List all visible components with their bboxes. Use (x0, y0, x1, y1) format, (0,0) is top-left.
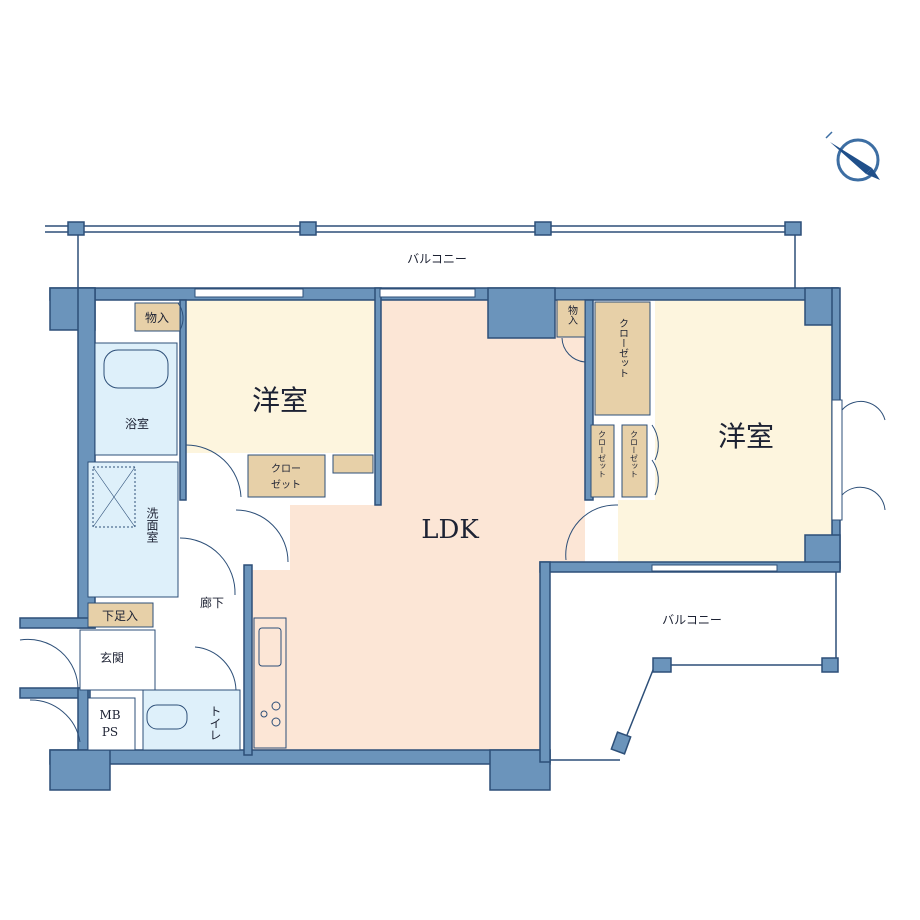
balcony-label: バルコニー (662, 613, 722, 627)
toilet-label: トイレ (208, 705, 222, 741)
washroom-label: 洗面室 (145, 507, 159, 543)
western-room-right-label: 洋室 (718, 420, 774, 453)
balcony-label: バルコニー (407, 252, 467, 266)
ldk-label: LDK (421, 515, 479, 545)
kitchen-counter (253, 617, 287, 749)
closet-right-tall (594, 301, 651, 416)
ldk-room (250, 300, 585, 750)
storage-label: 物入 (145, 311, 169, 325)
western-room-left-label: 洋室 (252, 384, 308, 417)
shoe-storage-label: 下足入 (102, 609, 138, 623)
bathroom-label: 浴室 (125, 416, 149, 431)
mbps-label: PS (102, 725, 118, 739)
storage-right (556, 299, 586, 338)
door-swings (19, 302, 886, 743)
hallway-label: 廊下 (200, 595, 224, 610)
north-arrow-icon (825, 131, 880, 182)
washroom (87, 461, 179, 598)
storage-label: 物入 (566, 304, 578, 325)
sink-icon (258, 627, 282, 667)
balcony-right: バルコニー (550, 572, 839, 761)
balcony-top: バルコニー (45, 221, 802, 288)
closet-right-small (590, 424, 615, 498)
stove-icon (260, 701, 281, 727)
entrance (79, 629, 156, 691)
toilet (142, 689, 241, 751)
mbps (87, 697, 136, 751)
closet-label: ゼット (271, 479, 301, 491)
storage-left (134, 302, 181, 332)
closet-label: クロー (271, 463, 301, 475)
bathroom (94, 342, 178, 456)
closet-label: クローゼット (617, 318, 629, 378)
entrance-label: 玄関 (100, 650, 124, 665)
western-room-left (185, 300, 378, 453)
mbps-label: MB (99, 708, 120, 722)
closet-label: クローゼット (598, 430, 607, 478)
closet-right-small (621, 424, 648, 498)
western-room-right (618, 300, 832, 565)
closet-label: クローゼット (630, 430, 639, 478)
closet-left (247, 454, 326, 498)
shoe-storage (87, 602, 154, 628)
